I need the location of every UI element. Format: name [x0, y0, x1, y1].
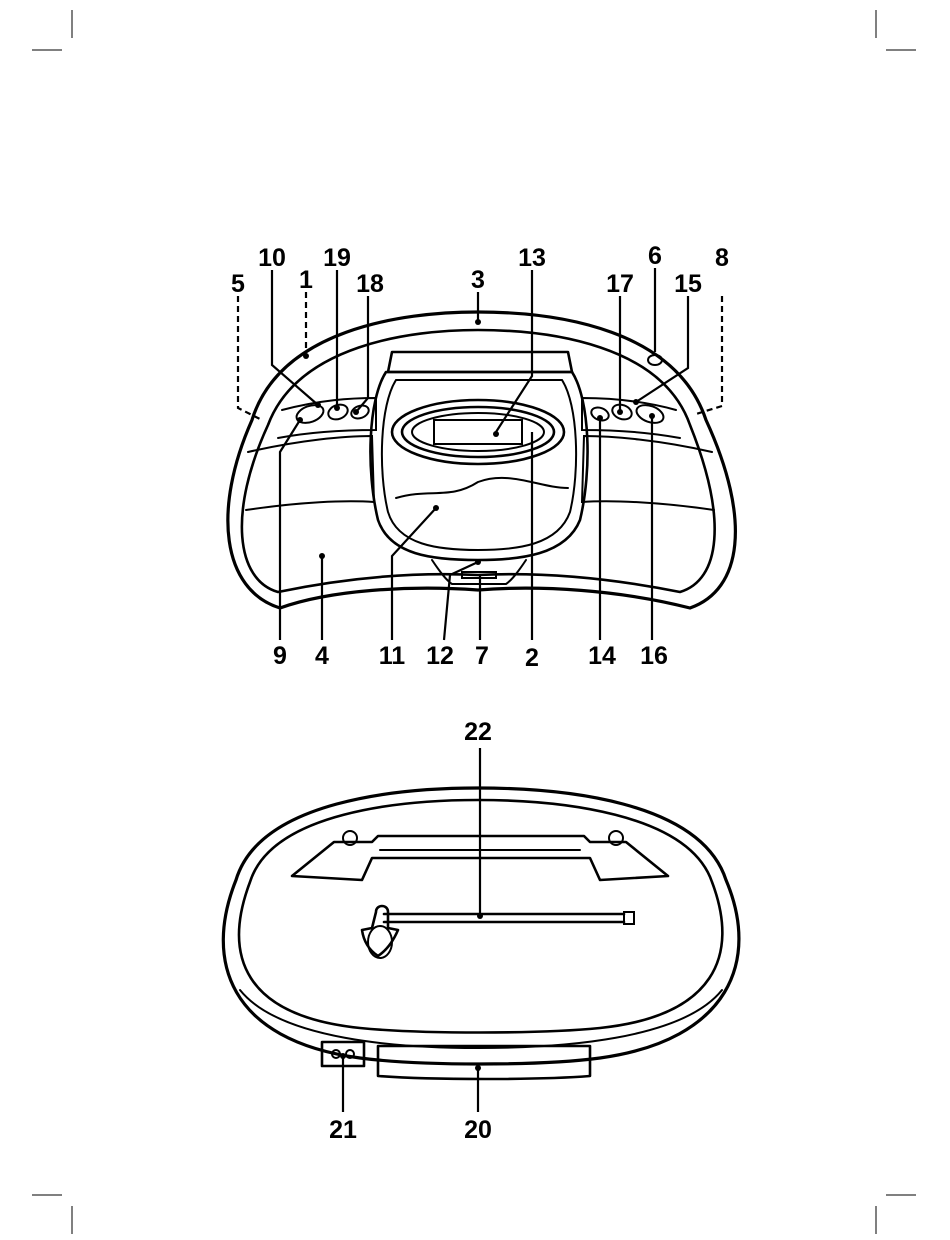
callout-19: 19 [323, 244, 351, 272]
callout-16: 16 [640, 642, 668, 670]
callout-21: 21 [329, 1116, 357, 1144]
callout-8: 8 [715, 244, 729, 272]
rear-view [223, 788, 739, 1079]
callout-17: 17 [606, 270, 634, 298]
callout-2: 2 [525, 644, 539, 672]
callout-20: 20 [464, 1116, 492, 1144]
callout-15: 15 [674, 270, 702, 298]
callout-5: 5 [231, 270, 245, 298]
callout-18: 18 [356, 270, 384, 298]
callout-9: 9 [273, 642, 287, 670]
callout-11: 11 [379, 642, 406, 670]
callout-12: 12 [426, 642, 454, 670]
callout-13: 13 [518, 244, 546, 272]
callout-10: 10 [258, 244, 286, 272]
callout-3: 3 [471, 266, 485, 294]
callout-14: 14 [588, 642, 616, 670]
callout-4: 4 [315, 642, 329, 670]
callout-6: 6 [648, 242, 662, 270]
callout-7: 7 [475, 642, 489, 670]
callout-1: 1 [299, 266, 313, 294]
callout-22: 22 [464, 718, 492, 746]
